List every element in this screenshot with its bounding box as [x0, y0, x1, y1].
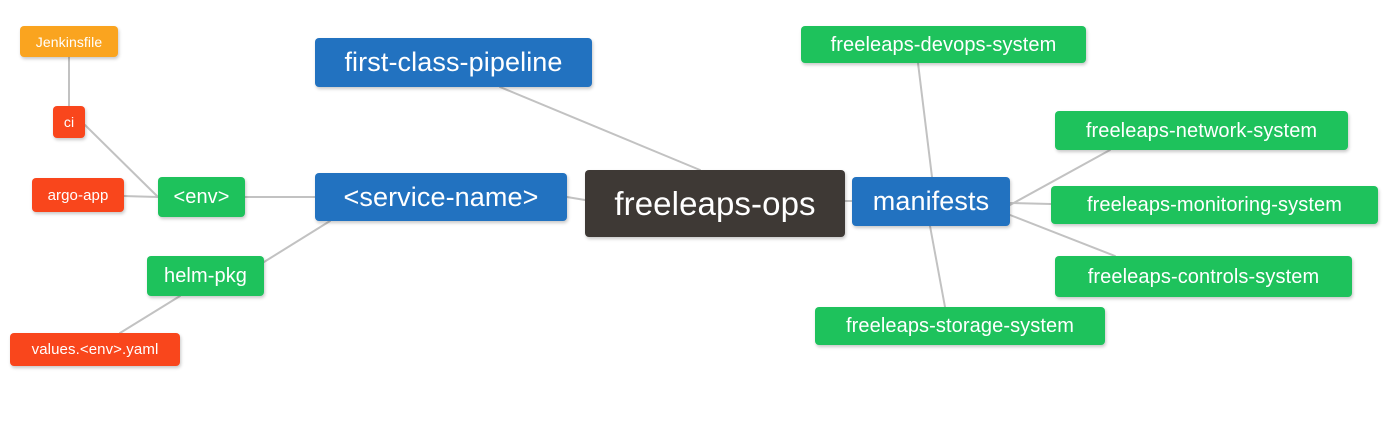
edge-first-class-pipeline-to-freeleaps-ops [499, 86, 701, 171]
node-label: helm-pkg [163, 265, 248, 287]
node-argo-app[interactable]: argo-app [32, 178, 124, 212]
edge-manifests-to-freeleaps-monitoring-system [1009, 202, 1052, 205]
edge-helm-pkg-to-values-env-yaml [119, 295, 181, 334]
node-freeleaps-controls-system[interactable]: freeleaps-controls-system [1055, 256, 1352, 297]
node-first-class-pipeline[interactable]: first-class-pipeline [315, 38, 592, 87]
node-label: freeleaps-controls-system [1087, 265, 1320, 288]
node-values-env-yaml[interactable]: values.<env>.yaml [10, 333, 180, 366]
node-label: values.<env>.yaml [31, 341, 159, 358]
node-label: first-class-pipeline [344, 47, 563, 77]
node-label: freeleaps-ops [614, 185, 816, 222]
node-label: <service-name> [343, 181, 539, 212]
node-label: <env> [173, 186, 230, 208]
node-label: freeleaps-network-system [1085, 119, 1318, 142]
node-label: freeleaps-devops-system [830, 33, 1057, 56]
node-label: freeleaps-storage-system [845, 315, 1075, 337]
node-freeleaps-ops[interactable]: freeleaps-ops [585, 170, 845, 237]
node-manifests[interactable]: manifests [852, 177, 1010, 226]
node-env[interactable]: <env> [158, 177, 245, 217]
node-freeleaps-storage-system[interactable]: freeleaps-storage-system [815, 307, 1105, 345]
edge-argo-app-to-env [123, 195, 159, 198]
node-label: Jenkinsfile [35, 33, 103, 50]
node-service-name[interactable]: <service-name> [315, 173, 567, 221]
node-freeleaps-monitoring-system[interactable]: freeleaps-monitoring-system [1051, 186, 1378, 224]
node-helm-pkg[interactable]: helm-pkg [147, 256, 264, 296]
node-label: manifests [872, 186, 990, 216]
edge-manifests-to-freeleaps-devops-system [917, 62, 933, 178]
node-label: freeleaps-monitoring-system [1086, 194, 1342, 216]
node-label: ci [63, 114, 75, 130]
node-freeleaps-network-system[interactable]: freeleaps-network-system [1055, 111, 1348, 150]
node-jenkinsfile[interactable]: Jenkinsfile [20, 26, 118, 57]
edge-service-name-to-freeleaps-ops [566, 196, 586, 201]
edge-service-name-to-helm-pkg [263, 220, 331, 263]
node-label: argo-app [47, 186, 109, 204]
node-ci[interactable]: ci [53, 106, 85, 138]
node-freeleaps-devops-system[interactable]: freeleaps-devops-system [801, 26, 1086, 63]
edge-manifests-to-freeleaps-storage-system [929, 225, 946, 308]
